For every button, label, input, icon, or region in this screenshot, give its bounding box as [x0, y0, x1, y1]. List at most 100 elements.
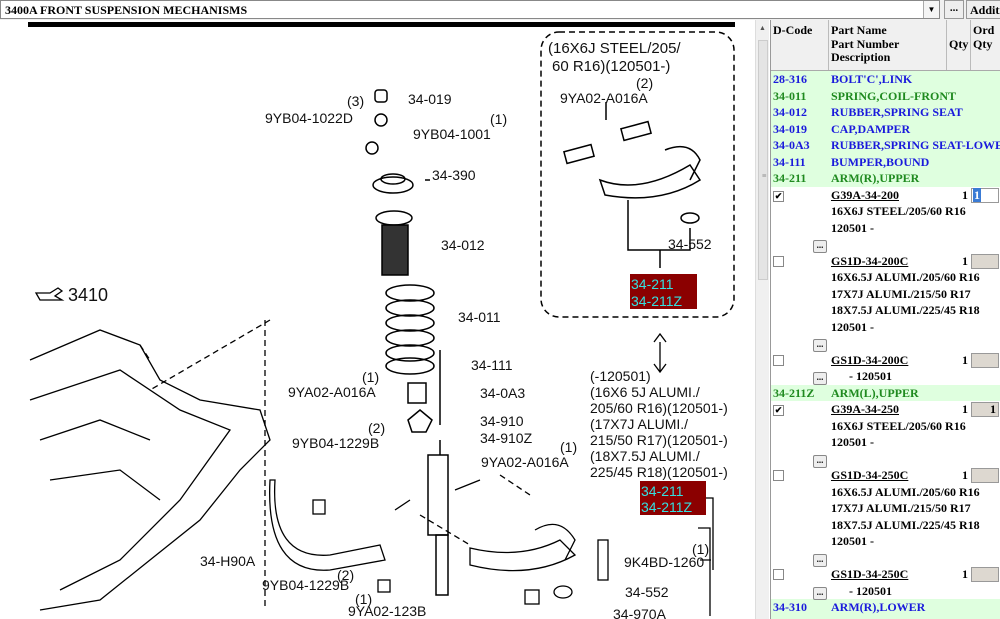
table-row-part[interactable]: 34-211Z ARM(L),UPPER — [771, 384, 1000, 401]
part-name[interactable]: ARM(R),UPPER — [831, 171, 920, 185]
part-name[interactable]: CAP,DAMPER — [831, 121, 911, 136]
select-checkbox[interactable]: ✔ — [773, 405, 784, 416]
part-name[interactable]: BUMPER,BOUND — [831, 154, 930, 169]
order-qty-input[interactable]: 1 — [971, 187, 999, 203]
part-name[interactable]: BOLT'C',LINK — [831, 72, 913, 86]
part-callout-9yb04-1022d[interactable]: 9YB04-1022D — [265, 110, 353, 126]
order-qty-input[interactable] — [971, 352, 999, 368]
d-code[interactable]: 34-011 — [773, 88, 807, 103]
section-select[interactable]: 3400A FRONT SUSPENSION MECHANISMS — [0, 0, 940, 19]
part-name[interactable]: RUBBER,SPRING SEAT-LOWER — [831, 138, 1000, 152]
table-row-part[interactable]: 34-012 RUBBER,SPRING SEAT — [771, 104, 1000, 121]
select-checkbox[interactable] — [773, 470, 784, 481]
d-code[interactable]: 34-0A3 — [773, 138, 810, 152]
part-name[interactable]: RUBBER,SPRING SEAT — [831, 105, 963, 119]
d-code[interactable]: 34-310 — [773, 600, 807, 614]
part-callout-34-h90a[interactable]: 34-H90A — [200, 553, 256, 569]
part-callout-34-910[interactable]: 34-910 — [480, 413, 524, 429]
select-checkbox[interactable] — [773, 569, 784, 580]
part-name[interactable]: ARM(L),UPPER — [831, 385, 919, 400]
order-qty-input[interactable]: 1 — [971, 402, 999, 417]
part-callout-9yb04-1229b[interactable]: 9YB04-1229B — [262, 577, 349, 593]
part-name[interactable]: ARM(L),LOWER — [829, 616, 1000, 619]
order-qty-input[interactable] — [971, 468, 999, 483]
details-button[interactable]: ... — [813, 454, 827, 468]
part-number-link[interactable]: GS1D-34-250C — [831, 567, 909, 581]
description-line: 120501 - — [771, 220, 1000, 237]
inset-frame — [540, 31, 735, 318]
description-text: 120501 - — [831, 319, 874, 334]
table-row-part[interactable]: 34-019 CAP,DAMPER — [771, 120, 1000, 137]
part-callout-34-970a[interactable]: 34-970A — [613, 606, 667, 619]
part-callout-9yb04-1001[interactable]: 9YB04-1001 — [413, 126, 491, 142]
col-qty[interactable]: Qty — [947, 20, 971, 70]
scrollbar-thumb[interactable]: ≡ — [758, 40, 768, 280]
select-checkbox[interactable] — [773, 354, 784, 366]
part-number-link[interactable]: GS1D-34-200C — [831, 253, 909, 268]
details-button[interactable]: ... — [813, 339, 827, 352]
browse-button[interactable]: ... — [944, 0, 964, 19]
part-callout-34-910z[interactable]: 34-910Z — [480, 430, 533, 446]
ord-qty-cell — [971, 253, 1000, 270]
scroll-up-icon[interactable]: ▲ — [759, 24, 766, 32]
details-button[interactable]: ... — [813, 240, 827, 253]
part-number-link[interactable]: GS1D-34-200C — [831, 352, 909, 367]
part-callout-34-019[interactable]: 34-019 — [408, 91, 452, 107]
d-code[interactable]: 34-111 — [773, 154, 806, 169]
col-dcode[interactable]: D-Code — [771, 20, 829, 70]
highlighted-inset-callout-34-211[interactable]: 34-211 34-211Z — [630, 274, 697, 309]
part-number-link[interactable]: G39A-34-200 — [831, 187, 899, 202]
order-qty-input[interactable] — [971, 567, 999, 582]
d-code[interactable]: 28-316 — [773, 72, 807, 86]
table-row-part[interactable]: 34-0A3 RUBBER,SPRING SEAT-LOWER — [771, 137, 1000, 154]
spacer — [771, 286, 829, 303]
part-name[interactable]: SPRING,COIL-FRONT — [831, 88, 957, 103]
highlighted-callout-34-211[interactable]: 34-211 34-211Z — [640, 481, 706, 515]
part-number-link[interactable]: GS1D-34-250C — [831, 468, 909, 482]
select-checkbox[interactable] — [773, 255, 784, 267]
part-callout-34-111[interactable]: 34-111 — [471, 357, 513, 373]
part-callout-34-390[interactable]: 34-390 — [432, 167, 476, 183]
toolbar: 3400A FRONT SUSPENSION MECHANISMS ▼ ... … — [0, 0, 1000, 20]
svg-text:(16X6 5J ALUMI./: (16X6 5J ALUMI./ — [590, 384, 700, 400]
crossmember-drawing — [29, 319, 391, 611]
table-row-part[interactable]: 34-111 BUMPER,BOUND — [771, 153, 1000, 170]
description-text: - 120501 — [831, 583, 892, 598]
part-callout-9ya02-a016a[interactable]: 9YA02-A016A — [481, 454, 569, 470]
svg-text:34-211: 34-211 — [631, 276, 674, 292]
part-callout-34-012[interactable]: 34-012 — [441, 237, 485, 253]
table-row-part[interactable]: 34-211 ARM(R),UPPER — [771, 170, 1000, 187]
details-button[interactable]: ... — [813, 553, 827, 567]
description-text: 18X7.5J ALUMI./225/45 R18 — [831, 303, 980, 317]
part-callout-34-011[interactable]: 34-011 — [458, 309, 501, 325]
description-text: 120501 - — [831, 435, 874, 449]
part-callout-34-0a3[interactable]: 34-0A3 — [480, 385, 525, 401]
table-row-part[interactable]: 34-310 ARM(R),LOWER — [771, 599, 1000, 616]
part-callout-34-552[interactable]: 34-552 — [625, 584, 669, 600]
details-button[interactable]: ... — [813, 586, 827, 600]
part-number-link[interactable]: G39A-34-250 — [831, 402, 899, 416]
table-row-part[interactable]: 34-310ZARM(L),LOWER — [771, 615, 1000, 619]
select-checkbox[interactable]: ✔ — [773, 190, 784, 202]
details-button[interactable]: ... — [813, 372, 827, 385]
table-row-part[interactable]: 34-011 SPRING,COIL-FRONT — [771, 87, 1000, 104]
part-callout-9ya02-123b[interactable]: 9YA02-123B — [348, 603, 426, 619]
table-row-part[interactable]: 28-316 BOLT'C',LINK — [771, 71, 1000, 88]
section-reference-3410[interactable]: 3410 — [68, 285, 108, 305]
chevron-down-icon[interactable]: ▼ — [923, 1, 939, 18]
diagram-scrollbar[interactable]: ▲ ≡ — [755, 20, 769, 619]
d-code[interactable]: 34-211 — [773, 171, 807, 185]
part-name[interactable]: ARM(R),LOWER — [831, 600, 926, 614]
part-callout-9yb04-1229b[interactable]: 9YB04-1229B — [292, 435, 379, 451]
part-callout-9ya02-a016a[interactable]: 9YA02-A016A — [288, 384, 376, 400]
d-code[interactable]: 34-310Z — [771, 616, 829, 619]
additional-button[interactable]: Additional — [966, 0, 1000, 19]
d-code[interactable]: 34-012 — [773, 105, 807, 119]
d-code[interactable]: 34-019 — [773, 121, 807, 136]
part-callout-9k4bd-1260[interactable]: 9K4BD-1260 — [624, 554, 704, 570]
d-code[interactable]: 34-211Z — [773, 385, 815, 400]
order-qty-input[interactable] — [971, 253, 999, 269]
